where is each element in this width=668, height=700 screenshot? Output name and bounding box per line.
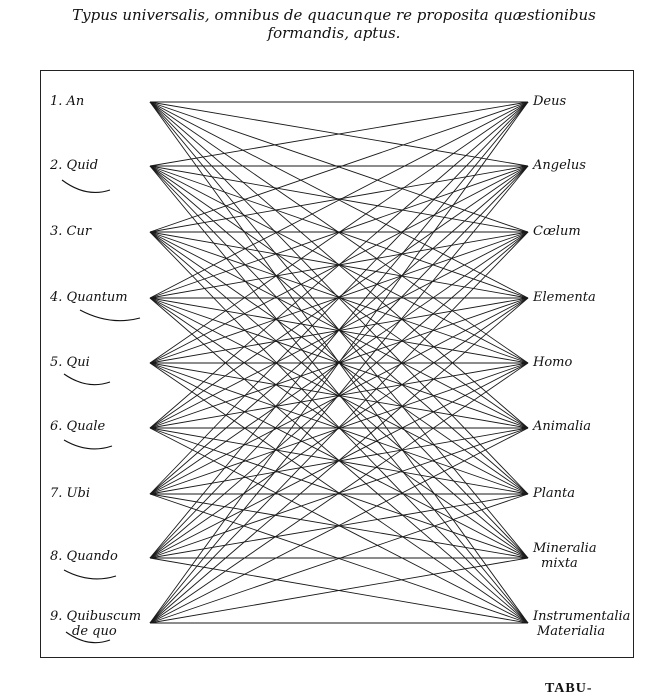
catchword: TABU- (545, 681, 593, 696)
subject-label-6: Animalia (533, 419, 592, 434)
connection-line-9-8 (149, 557, 529, 624)
connection-line-6-2 (149, 165, 529, 429)
connection-line-4-1 (149, 101, 529, 299)
question-label-6: 6. Quale (50, 419, 106, 434)
connection-line-9-5 (149, 362, 529, 624)
question-label-4: 4. Quantum (50, 290, 128, 305)
diagram-frame (40, 70, 634, 658)
subject-label-1: Deus (533, 94, 567, 109)
question-label-7: 7. Ubi (50, 486, 90, 501)
connection-line-3-2 (149, 165, 529, 233)
subject-label-3: Cœlum (533, 224, 581, 239)
subject-label-5: Homo (533, 355, 573, 370)
swash-flourish-5 (63, 569, 117, 580)
subject-label-4: Elementa (533, 290, 596, 305)
connection-line-9-3 (149, 231, 529, 624)
question-label-2: 2. Quid (50, 158, 99, 173)
connection-line-5-1 (149, 101, 529, 364)
subject-label-7: Planta (533, 486, 576, 501)
swash-flourish-1 (61, 179, 111, 193)
diagram-title: Typus universalis, omnibus de quacunque … (0, 6, 668, 42)
question-label-3: 3. Cur (50, 224, 92, 239)
connection-line-9-2 (149, 165, 529, 624)
swash-flourish-6 (65, 631, 111, 644)
connection-line-3-1 (149, 101, 529, 233)
connection-line-7-1 (149, 101, 529, 495)
connection-line-9-6 (149, 427, 529, 624)
swash-flourish-3 (63, 373, 111, 386)
swash-flourish-2 (79, 309, 141, 322)
title-line-1: Typus universalis, omnibus de quacunque … (72, 6, 596, 24)
connection-line-7-4 (149, 297, 529, 495)
question-label-1: 1. An (50, 94, 85, 109)
title-line-2: formandis, aptus. (267, 24, 401, 42)
connection-line-9-4 (149, 297, 529, 624)
connection-line-9-1 (149, 101, 529, 624)
subject-label-2: Angelus (533, 158, 586, 173)
swash-flourish-4 (63, 439, 113, 450)
connection-line-6-1 (149, 101, 529, 429)
connection-line-9-7 (149, 493, 529, 624)
question-label-8: 8. Quando (50, 549, 118, 564)
connection-line-8-1 (149, 101, 529, 559)
question-label-5: 5. Qui (50, 355, 90, 370)
connection-line-2-1 (149, 101, 529, 167)
